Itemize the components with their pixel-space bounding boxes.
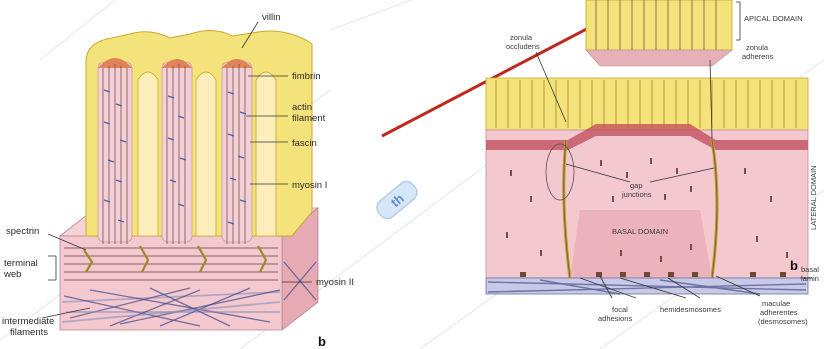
label-zonula-occludens-line2: occludens (506, 42, 540, 51)
left-panel-letter: b (318, 334, 326, 349)
label-intermediate-filaments-line1: intermediate (2, 316, 54, 327)
label-actin-filament-line2: filament (292, 113, 326, 124)
label-gap-junctions-line1: gap (630, 181, 643, 190)
label-basal-lamina-line2: lamin (801, 274, 819, 283)
microvillus-gap-2 (196, 72, 216, 236)
label-zonula-adherens-line2: adherens (742, 52, 774, 61)
label-terminal-web-line2: web (3, 269, 21, 280)
apical-microvilli-block (586, 0, 732, 66)
label-intermediate-filaments-line2: filaments (10, 327, 48, 338)
label-actin-filament-line1: actin (292, 102, 312, 113)
label-focal-adhesions-line1: focal (612, 305, 628, 314)
microvillus-gap-3 (256, 72, 276, 236)
label-zonula-adherens-line1: zonula (746, 43, 769, 52)
label-basal-lamina-line1: basal (801, 265, 819, 274)
apical-domain-bracket (736, 2, 740, 40)
label-fimbrin: fimbrin (292, 71, 321, 82)
watermark-logo: th (374, 178, 421, 222)
microvillus-gap-1 (138, 72, 158, 236)
terminal-web-front (60, 236, 282, 330)
label-spectrin: spectrin (6, 226, 39, 237)
label-myosin-ii: myosin II (316, 277, 354, 288)
label-zonula-occludens-line1: zonula (510, 33, 533, 42)
label-fascin: fascin (292, 138, 317, 149)
label-villin: villin (262, 12, 280, 23)
label-focal-adhesions-line2: adhesions (598, 314, 632, 323)
cell-layer (486, 78, 808, 294)
label-hemidesmosomes: hemidesmosomes (660, 305, 721, 314)
label-lateral-domain: LATERAL DOMAIN (809, 165, 818, 230)
label-myosin-i: myosin I (292, 180, 327, 191)
label-maculae-adherentes-line2: adherentes (760, 308, 798, 317)
label-basal-domain: BASAL DOMAIN (612, 227, 668, 236)
label-terminal-web-line1: terminal (4, 258, 38, 269)
right-panel-letter: b (790, 258, 798, 273)
label-maculae-adherentes-line3: (desmosomes) (758, 317, 808, 326)
epithelial-cell-domains-diagram: APICAL DOMAIN zonula occludens zonula ad… (486, 0, 819, 326)
label-gap-junctions-line2: junctions (621, 190, 652, 199)
label-maculae-adherentes-line1: maculae (762, 299, 790, 308)
label-apical-domain: APICAL DOMAIN (744, 14, 802, 23)
